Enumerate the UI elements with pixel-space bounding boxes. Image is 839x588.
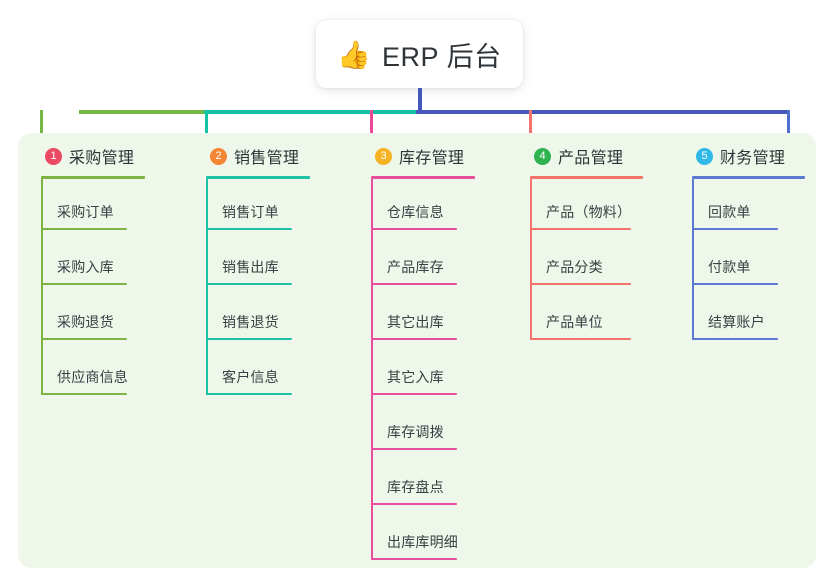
connector-lines (40, 88, 790, 143)
column-5: 5 财务管理回款单付款单结算账户 (692, 144, 805, 340)
menu-item-rule (530, 338, 631, 340)
thumbs-up-icon: 👍 (337, 39, 372, 70)
menu-item-label: 采购订单 (57, 204, 114, 220)
menu-item-rule (371, 338, 457, 340)
column-title: 库存管理 (399, 150, 465, 167)
column-3: 3 库存管理仓库信息产品库存其它出库其它入库库存调拨库存盘点出库库明细 (371, 144, 475, 560)
column-1: 1 采购管理采购订单采购入库采购退货供应商信息 (41, 144, 145, 395)
menu-item-label: 销售订单 (222, 204, 279, 220)
menu-item-label: 库存调拨 (387, 424, 444, 440)
menu-item-label: 结算账户 (708, 314, 765, 330)
menu-item-label: 回款单 (708, 204, 751, 220)
menu-item-label: 产品单位 (546, 314, 603, 330)
column-title: 采购管理 (69, 150, 135, 167)
menu-item-rule (692, 283, 778, 285)
menu-item-rule (206, 338, 292, 340)
column-header-rule (371, 176, 475, 179)
menu-item-rule (371, 283, 457, 285)
menu-item-rule (41, 393, 127, 395)
column-header[interactable]: 3 库存管理 (371, 144, 464, 168)
column-title: 财务管理 (720, 150, 786, 167)
column-number-badge: 1 (45, 147, 62, 165)
menu-item-rule (530, 283, 631, 285)
column-header[interactable]: 4 产品管理 (530, 144, 623, 168)
menu-item-label: 供应商信息 (57, 369, 128, 385)
column-spine (206, 179, 208, 395)
menu-item-rule (371, 558, 457, 560)
column-spine (371, 179, 373, 560)
menu-item-label: 客户信息 (222, 369, 279, 385)
menu-item-rule (206, 393, 292, 395)
column-number-badge: 2 (210, 147, 227, 165)
column-header-rule (41, 176, 145, 179)
menu-item-label: 销售出库 (222, 259, 279, 275)
menu-item-label: 采购退货 (57, 314, 114, 330)
menu-item-rule (41, 283, 127, 285)
root-node[interactable]: 👍 ERP 后台 (316, 20, 523, 88)
column-title: 产品管理 (558, 150, 624, 167)
menu-item-label: 产品库存 (387, 259, 444, 275)
column-header[interactable]: 2 销售管理 (206, 144, 299, 168)
column-header[interactable]: 1 采购管理 (41, 144, 134, 168)
menu-item-label: 出库库明细 (387, 534, 458, 550)
menu-item-label: 采购入库 (57, 259, 114, 275)
menu-item-label: 其它出库 (387, 314, 444, 330)
menu-item-rule (371, 448, 457, 450)
root-node-label: ERP 后台 (382, 41, 502, 72)
menu-item-label: 产品（物料） (546, 204, 632, 220)
column-spine (692, 179, 694, 340)
menu-item-rule (530, 228, 631, 230)
content-panel (18, 133, 816, 568)
menu-item-rule (371, 228, 457, 230)
menu-item-label: 其它入库 (387, 369, 444, 385)
column-header-rule (530, 176, 643, 179)
menu-item-rule (41, 228, 127, 230)
menu-item-rule (206, 228, 292, 230)
column-title: 销售管理 (234, 150, 300, 167)
column-number-badge: 5 (696, 147, 713, 165)
column-header-rule (206, 176, 310, 179)
column-spine (41, 179, 43, 395)
menu-item-rule (371, 503, 457, 505)
column-2: 2 销售管理销售订单销售出库销售退货客户信息 (206, 144, 310, 395)
menu-item-label: 销售退货 (222, 314, 279, 330)
menu-item-label: 付款单 (708, 259, 751, 275)
menu-item-label: 库存盘点 (387, 479, 444, 495)
column-spine (530, 179, 532, 340)
menu-item-rule (371, 393, 457, 395)
column-number-badge: 3 (375, 147, 392, 165)
menu-item-rule (206, 283, 292, 285)
column-header[interactable]: 5 财务管理 (692, 144, 785, 168)
menu-item-rule (41, 338, 127, 340)
menu-item-label: 仓库信息 (387, 204, 444, 220)
menu-item-rule (692, 338, 778, 340)
column-4: 4 产品管理产品（物料） 产品分类产品单位 (530, 144, 643, 340)
column-header-rule (692, 176, 805, 179)
menu-item-label: 产品分类 (546, 259, 603, 275)
column-number-badge: 4 (534, 147, 551, 165)
menu-item-rule (692, 228, 778, 230)
